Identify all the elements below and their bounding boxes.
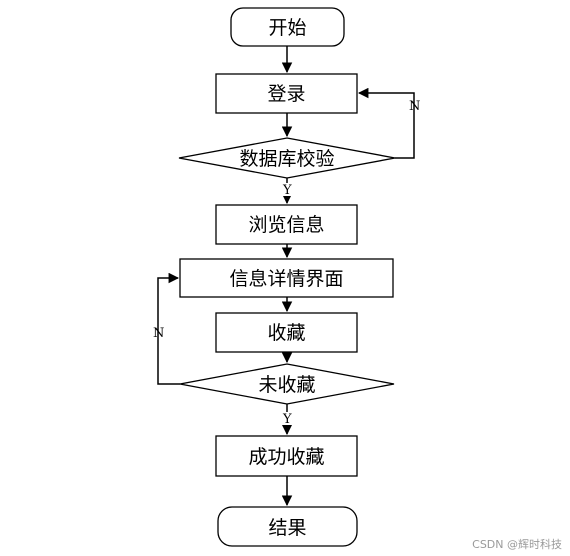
detail-label: 信息详情界面	[229, 268, 343, 290]
no-loop-detail	[157, 272, 180, 385]
end-node	[217, 506, 358, 547]
success-node	[215, 435, 358, 477]
detail-node	[179, 258, 394, 298]
db-check-label: 数据库校验	[239, 148, 334, 170]
collect-label: 收藏	[267, 322, 305, 344]
login-node	[215, 73, 358, 114]
no-label-1: N	[409, 99, 420, 114]
not-collected-label: 未收藏	[258, 374, 315, 396]
yes-label-2-bg	[280, 412, 294, 425]
collect-node	[215, 312, 358, 353]
yes-label-1: Y	[282, 183, 292, 198]
watermark: CSDN @辉时科技	[472, 538, 562, 551]
end-label: 结果	[268, 517, 306, 539]
success-label: 成功收藏	[248, 446, 324, 468]
no-loop-login	[357, 87, 415, 159]
browse-label: 浏览信息	[248, 214, 324, 236]
login-label: 登录	[267, 83, 305, 105]
yes-label-1-bg	[280, 183, 294, 196]
start-label: 开始	[268, 17, 306, 39]
no-label-2: N	[153, 326, 164, 341]
yes-label-2: Y	[282, 412, 292, 427]
browse-node	[215, 204, 358, 245]
